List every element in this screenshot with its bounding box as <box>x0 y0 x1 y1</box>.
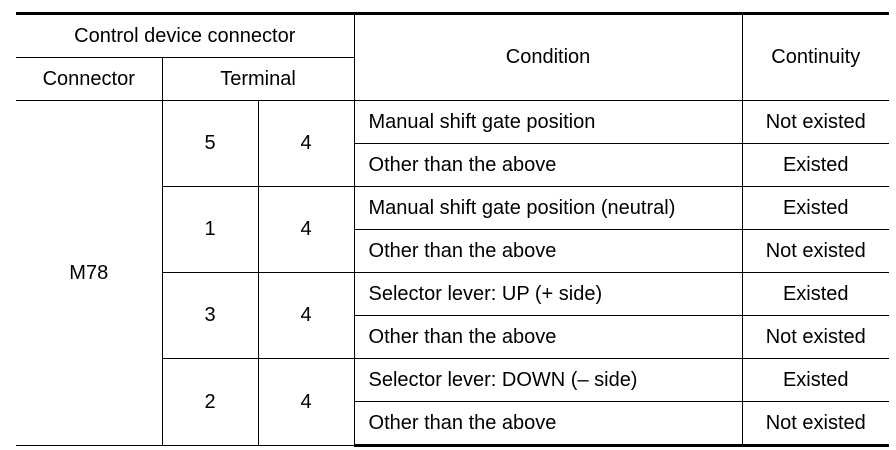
header-terminal: Terminal <box>161 57 355 101</box>
continuity-cell: Not existed <box>741 229 890 273</box>
continuity-cell: Existed <box>741 143 890 187</box>
connector-cell: M78 <box>16 100 163 446</box>
table-row: Other than the above Not existed <box>16 401 890 447</box>
terminal-a-cell: 1 <box>162 186 259 273</box>
table-row: 1 4 Manual shift gate position (neutral)… <box>16 186 890 273</box>
terminal-b-cell: 4 <box>257 100 355 187</box>
table-row: 2 4 Selector lever: DOWN (– side) Existe… <box>16 358 890 446</box>
continuity-cell: Not existed <box>741 100 890 144</box>
continuity-table: Control device connector Condition Conti… <box>16 12 890 447</box>
table-row: 3 4 Selector lever: UP (+ side) Existed <box>16 272 890 359</box>
continuity-cell: Existed <box>741 186 890 230</box>
table-row: Other than the above Existed <box>16 143 890 187</box>
condition-cell: Other than the above <box>354 143 743 187</box>
continuity-cell: Existed <box>741 358 890 402</box>
condition-cell: Manual shift gate position <box>353 100 743 144</box>
condition-cell: Selector lever: UP (+ side) <box>353 272 743 316</box>
table-row: Other than the above Not existed <box>16 229 890 273</box>
condition-cell: Other than the above <box>354 229 743 273</box>
continuity-cell: Not existed <box>741 401 890 447</box>
condition-cell: Selector lever: DOWN (– side) <box>353 358 743 402</box>
terminal-b-cell: 4 <box>257 358 355 446</box>
table-row: M78 5 4 Manual shift gate position Not e… <box>16 100 890 446</box>
header-continuity: Continuity <box>741 12 890 101</box>
condition-cell: Other than the above <box>354 315 743 359</box>
condition-cell: Other than the above <box>354 401 743 447</box>
condition-cell: Manual shift gate position (neutral) <box>353 186 743 230</box>
terminal-b-cell: 4 <box>257 272 355 359</box>
terminal-b-cell: 4 <box>257 186 355 273</box>
header-connector: Connector <box>16 57 163 101</box>
continuity-cell: Existed <box>741 272 890 316</box>
header-condition: Condition <box>353 12 743 101</box>
continuity-cell: Not existed <box>741 315 890 359</box>
terminal-a-cell: 5 <box>161 100 259 187</box>
terminal-a-cell: 3 <box>162 272 259 359</box>
header-control-device-connector: Control device connector <box>16 12 355 58</box>
terminal-a-cell: 2 <box>162 358 259 446</box>
